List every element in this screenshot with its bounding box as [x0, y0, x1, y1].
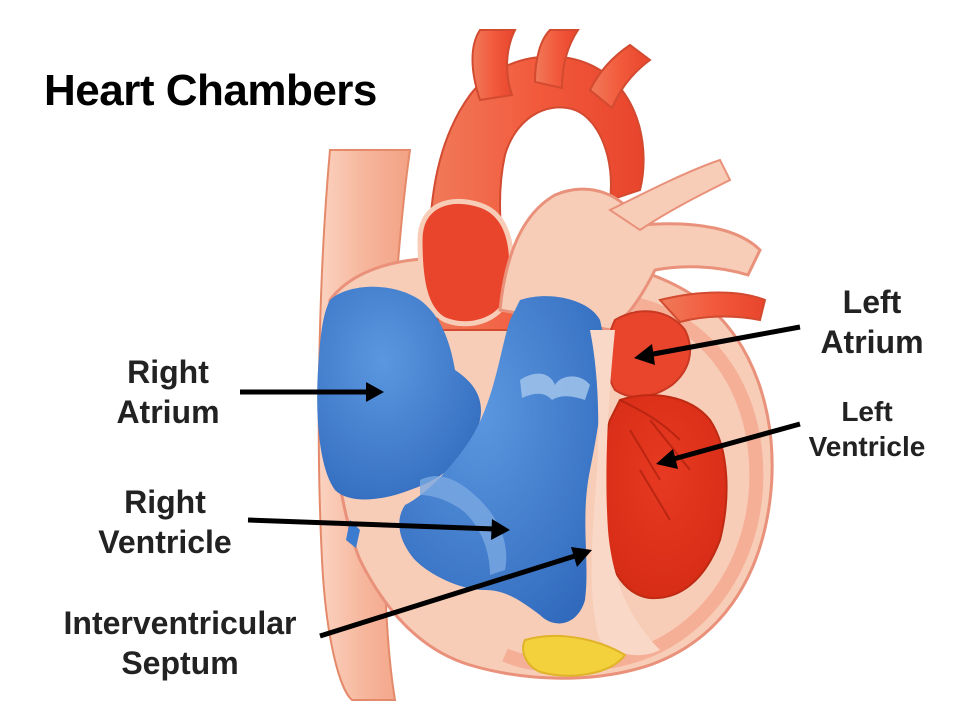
interventricular-septum: [590, 330, 660, 656]
aorta-lumen: [417, 198, 515, 327]
label-right-ventricle-line1: Right: [124, 484, 206, 520]
right-ventricle-chamber: [399, 296, 605, 624]
pulmonary-valve: [520, 373, 590, 400]
label-right-atrium: Right Atrium: [98, 352, 238, 432]
apex-fat: [522, 634, 627, 677]
inferior-vena-cava-opening: [346, 520, 360, 548]
pointer-arrows: [240, 324, 801, 639]
label-left-ventricle-line2: Ventricle: [808, 431, 926, 462]
pulmonary-trunk: [498, 187, 762, 332]
label-right-atrium-line1: Right: [127, 354, 209, 390]
label-left-atrium-line1: Left: [842, 284, 902, 320]
label-right-atrium-line2: Atrium: [116, 394, 220, 430]
label-right-ventricle: Right Ventricle: [80, 482, 250, 562]
page-title: Heart Chambers: [44, 66, 377, 115]
arrow-left-ventricle: [669, 421, 801, 463]
pulmonary-vein: [658, 291, 767, 324]
label-left-atrium-line2: Atrium: [820, 324, 924, 360]
left-subclavian: [588, 43, 652, 110]
left-common-carotid: [533, 29, 580, 90]
arrow-right-ventricle: [247, 517, 496, 532]
right-atrium-chamber: [317, 286, 481, 500]
arrow-left-atrium: [647, 324, 801, 358]
tricuspid-valve: [420, 476, 507, 575]
label-septum-line2: Septum: [121, 645, 239, 681]
label-septum-line1: Interventricular: [63, 605, 297, 641]
arrow-septum: [319, 552, 579, 639]
label-left-ventricle: Left Ventricle: [792, 394, 942, 464]
label-right-ventricle-line2: Ventricle: [98, 524, 232, 560]
mitral-valve: [619, 399, 691, 521]
label-septum: Interventricular Septum: [40, 603, 320, 683]
brachiocephalic-artery: [471, 29, 517, 102]
label-left-ventricle-line1: Left: [841, 396, 893, 427]
label-left-atrium: Left Atrium: [802, 282, 942, 362]
pulmonary-artery-branch: [608, 158, 732, 232]
